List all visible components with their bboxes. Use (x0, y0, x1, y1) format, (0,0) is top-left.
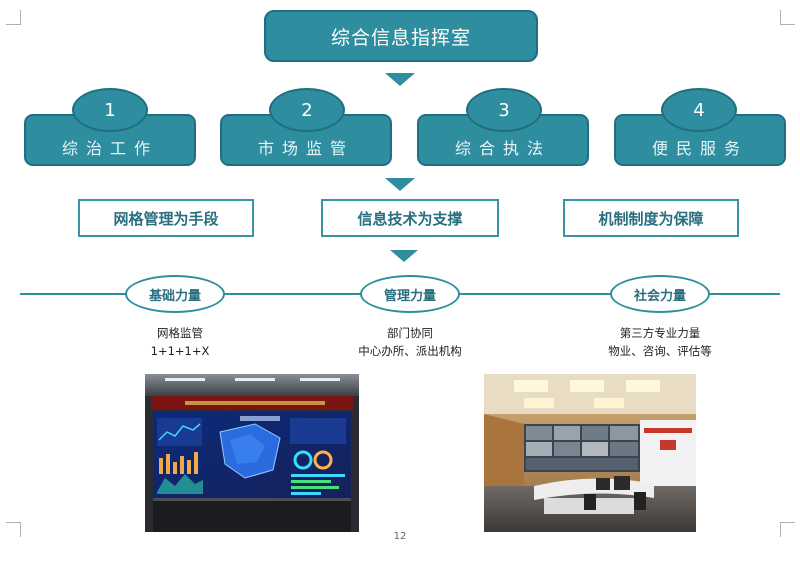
description-line: 物业、咨询、评估等 (608, 344, 712, 358)
pillar-box-1: 网格管理为手段 (78, 199, 254, 237)
function-label: 市场监管 (257, 139, 354, 158)
force-label: 基础力量 (148, 288, 201, 304)
pillar-label: 机制制度为保障 (598, 209, 704, 228)
photo-operations-room (484, 374, 696, 532)
force-label: 社会力量 (633, 288, 686, 304)
title-box: 综合信息指挥室 (264, 10, 538, 62)
photo-video-wall-image (145, 374, 359, 532)
function-box-2: 市场监管 (220, 114, 392, 166)
description-line: 第三方专业力量 (619, 326, 701, 340)
description-line: 部门协同 (387, 326, 433, 340)
pillar-box-2: 信息技术为支撑 (321, 199, 499, 237)
crop-mark-bottom-left (6, 522, 21, 537)
pillar-label: 网格管理为手段 (113, 209, 219, 228)
force-label: 管理力量 (383, 288, 436, 304)
description-line: 中心办所、派出机构 (358, 344, 462, 358)
force-oval-management: 管理力量 (360, 275, 460, 313)
function-number: 3 (498, 99, 510, 121)
force-description-social: 第三方专业力量 物业、咨询、评估等 (560, 324, 760, 360)
function-number: 2 (301, 99, 313, 121)
description-line: 网格监管 (157, 326, 203, 340)
function-number-badge: 1 (72, 88, 148, 132)
function-label: 综治工作 (61, 139, 158, 158)
function-number: 1 (104, 99, 116, 121)
function-number-badge: 2 (269, 88, 345, 132)
force-oval-social: 社会力量 (610, 275, 710, 313)
force-description-basic: 网格监管 1+1+1+X (80, 324, 280, 360)
down-arrow-2 (385, 178, 415, 191)
description-line: 1+1+1+X (150, 344, 210, 358)
page-number: 12 (393, 531, 407, 542)
title-text: 综合信息指挥室 (330, 26, 471, 49)
force-description-management: 部门协同 中心办所、派出机构 (310, 324, 510, 360)
photo-video-wall (145, 374, 359, 532)
force-oval-basic: 基础力量 (125, 275, 225, 313)
function-number-badge: 4 (661, 88, 737, 132)
function-number-badge: 3 (466, 88, 542, 132)
pillar-label: 信息技术为支撑 (357, 209, 463, 228)
photo-operations-room-image (484, 374, 696, 532)
crop-mark-top-right (780, 10, 795, 25)
crop-mark-top-left (6, 10, 21, 25)
down-arrow-1 (385, 73, 415, 86)
crop-mark-bottom-right (780, 522, 795, 537)
function-label: 便民服务 (651, 139, 748, 158)
pillar-box-3: 机制制度为保障 (563, 199, 739, 237)
function-number: 4 (693, 99, 705, 121)
function-label: 综合执法 (454, 139, 551, 158)
down-arrow-3 (390, 250, 418, 262)
